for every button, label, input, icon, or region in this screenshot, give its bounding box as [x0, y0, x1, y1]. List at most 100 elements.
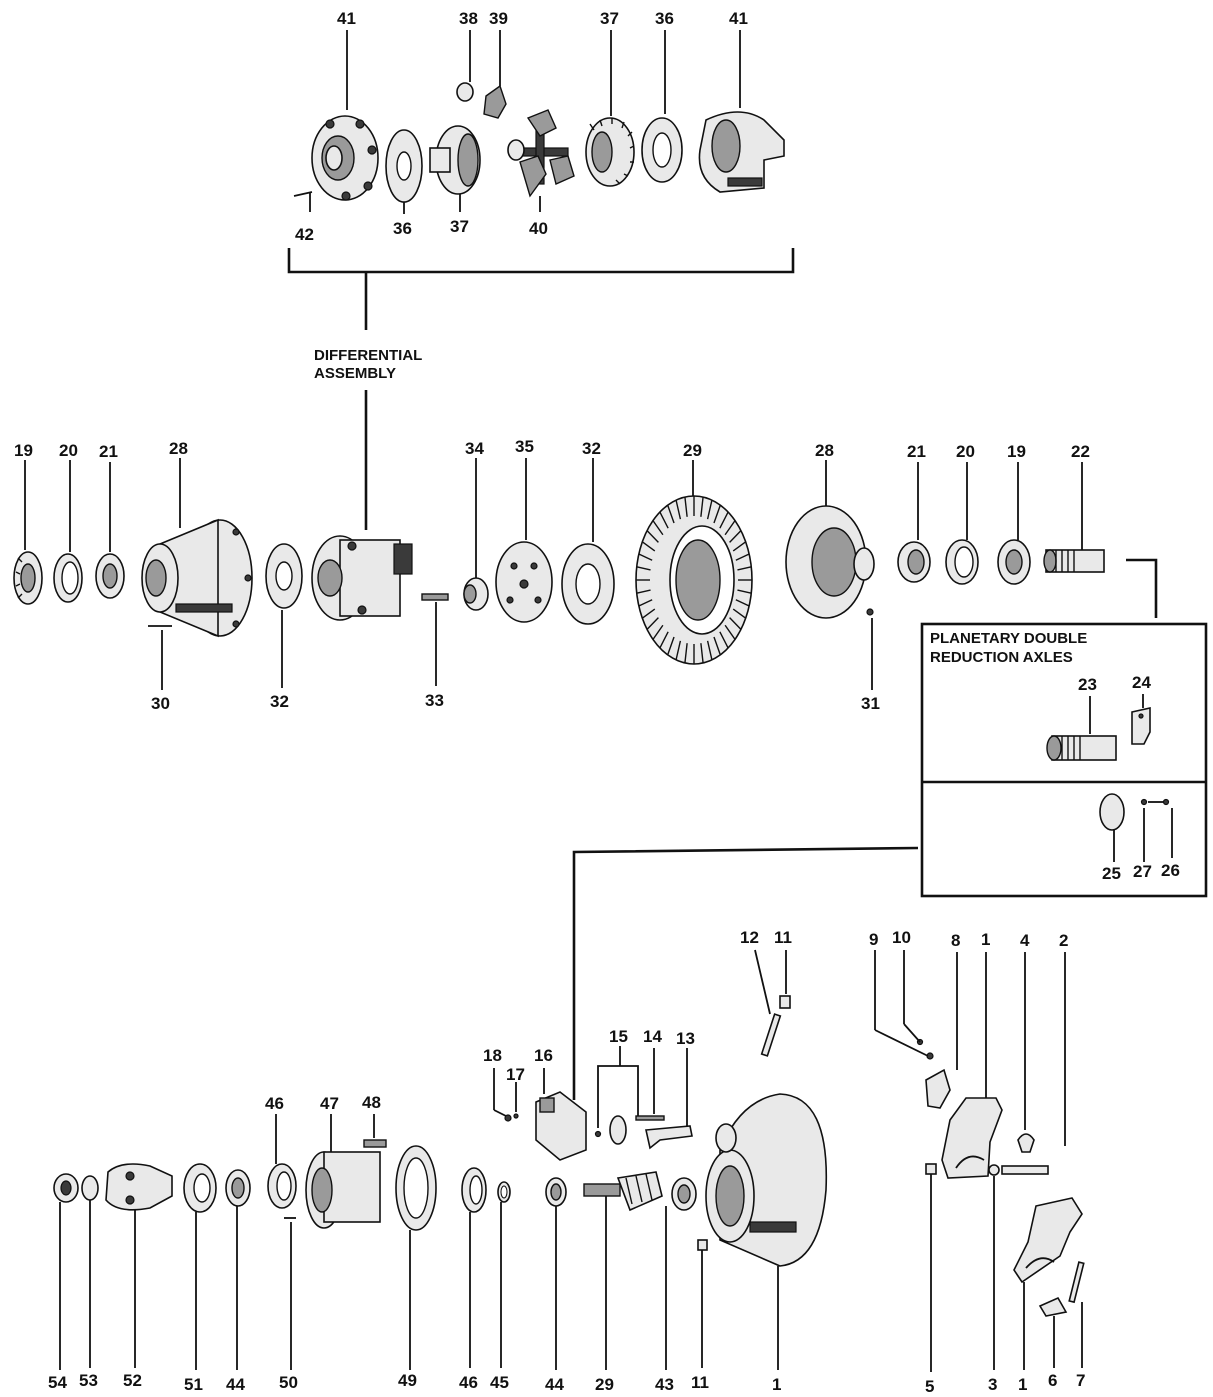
- part-label: 32: [582, 439, 601, 458]
- part-45-spacer: [497, 1181, 511, 1203]
- part-label: 9: [869, 930, 878, 949]
- part-label: 13: [676, 1029, 695, 1048]
- ring-gear-tooth: [724, 520, 736, 536]
- part-2-bolt: [1001, 1165, 1049, 1175]
- ring-gear-tooth: [636, 589, 651, 594]
- part-label: 1: [772, 1375, 781, 1394]
- caption-differential-line2: ASSEMBLY: [314, 365, 396, 382]
- part-18-nut: [504, 1114, 512, 1122]
- part-label: 18: [483, 1046, 502, 1065]
- part-47-pinion-cage: [305, 1151, 381, 1229]
- ring-gear-tooth: [706, 640, 713, 661]
- part-label: 2: [1059, 931, 1068, 950]
- part-19-bearing-right: [997, 539, 1031, 585]
- part-label: 21: [99, 442, 118, 461]
- ring-gear-tooth: [732, 541, 747, 552]
- part-label: 37: [600, 9, 619, 28]
- part-3-washer: [988, 1164, 1000, 1176]
- ring-gear-tooth: [737, 566, 752, 571]
- part-label: 30: [151, 694, 170, 713]
- part-label: 31: [861, 694, 880, 713]
- caption-planetary-line1: PLANETARY DOUBLE: [930, 630, 1087, 647]
- part-37-side-gear-right: [585, 117, 635, 187]
- ring-gear-tooth: [641, 608, 656, 619]
- part-51-oil-seal: [183, 1163, 217, 1213]
- ring-gear-tooth: [700, 643, 704, 664]
- part-49-gasket: [395, 1145, 437, 1231]
- ring-gear-tooth: [641, 541, 656, 552]
- part-19-bearing-left: [13, 551, 43, 605]
- part-35-plate: [495, 541, 553, 623]
- part-label: 49: [398, 1371, 417, 1390]
- ring-gear-tooth: [732, 608, 747, 619]
- part-34-pinion: [463, 577, 489, 611]
- part-5-plug: [925, 1163, 937, 1175]
- part-label: 52: [123, 1371, 142, 1390]
- ring-gear-tooth: [684, 643, 688, 664]
- part-29-ring-gear: [635, 495, 753, 665]
- ring-gear-tooth: [719, 511, 729, 529]
- part-label: 51: [184, 1375, 203, 1394]
- part-label: 40: [529, 219, 548, 238]
- carrier-parts: [13, 458, 1158, 690]
- ring-gear-tooth: [667, 504, 675, 524]
- ring-gear-tooth: [675, 640, 682, 661]
- part-label: 35: [515, 437, 534, 456]
- part-label: 5: [925, 1377, 934, 1396]
- part-label: 4: [1020, 931, 1030, 950]
- part-25-cover: [1099, 793, 1125, 831]
- part-label: 17: [506, 1065, 525, 1084]
- part-29-drive-pinion: [583, 1171, 663, 1212]
- part-16-shift-unit: [535, 1091, 587, 1161]
- part-differential-assembly: [311, 535, 413, 621]
- part-14-pin: [635, 1115, 665, 1121]
- part-17-washer: [513, 1113, 519, 1119]
- differential-parts: [287, 30, 795, 530]
- part-23-planetary-shaft: [1046, 735, 1117, 761]
- part-54-nut: [53, 1173, 79, 1203]
- ring-gear-tooth: [652, 520, 664, 536]
- ring-gear-tooth: [646, 530, 659, 543]
- part-15-seal: [609, 1115, 627, 1145]
- part-label: 3: [988, 1375, 997, 1394]
- part-label: 34: [465, 439, 484, 458]
- part-22-spline-shaft: [1043, 549, 1105, 573]
- part-label: 41: [337, 9, 356, 28]
- part-44-bearing-inner: [545, 1177, 567, 1207]
- part-label: 11: [774, 928, 792, 947]
- part-46-bearing-cup-outer: [267, 1163, 297, 1209]
- part-label: 27: [1133, 862, 1152, 881]
- part-label: 46: [459, 1373, 478, 1392]
- caption-planetary-line2: REDUCTION AXLES: [930, 649, 1073, 666]
- part-38-pinion-washer: [456, 82, 474, 102]
- part-label: 24: [1132, 673, 1151, 692]
- part-label: 10: [892, 928, 911, 947]
- part-4-bolt-head: [1017, 1133, 1035, 1153]
- part-33-pin: [421, 593, 449, 601]
- part-number-labels: 41 38 39 37 36 41 42 36 37 40 19 20 21 2…: [14, 9, 1180, 1396]
- ring-gear-tooth: [735, 599, 750, 607]
- part-label: 15: [609, 1027, 628, 1046]
- part-label: 32: [270, 692, 289, 711]
- part-28-carrier-half-right: [785, 505, 875, 619]
- part-52-yoke: [105, 1163, 173, 1211]
- part-11-plug-bottom: [697, 1239, 708, 1251]
- part-label: 7: [1076, 1371, 1085, 1390]
- part-label: 44: [226, 1375, 245, 1394]
- part-39-pinion-gear: [483, 84, 507, 119]
- ring-gear-tooth: [735, 553, 750, 561]
- part-label: 1: [981, 930, 990, 949]
- ring-gear-tooth: [700, 496, 704, 517]
- differential-bracket: [287, 248, 795, 274]
- part-20-bearing-cup-right: [945, 539, 979, 585]
- part-label: 12: [740, 928, 759, 947]
- part-41-case-half-left: [311, 115, 379, 201]
- planetary-connector-line: [572, 846, 919, 1100]
- part-48-pin: [363, 1139, 387, 1148]
- ring-gear-tooth: [638, 599, 653, 607]
- ring-gear-tooth: [652, 624, 664, 640]
- ring-gear-tooth: [675, 499, 682, 520]
- housing-parts: [53, 949, 1085, 1372]
- part-46-bearing-cup: [461, 1167, 487, 1213]
